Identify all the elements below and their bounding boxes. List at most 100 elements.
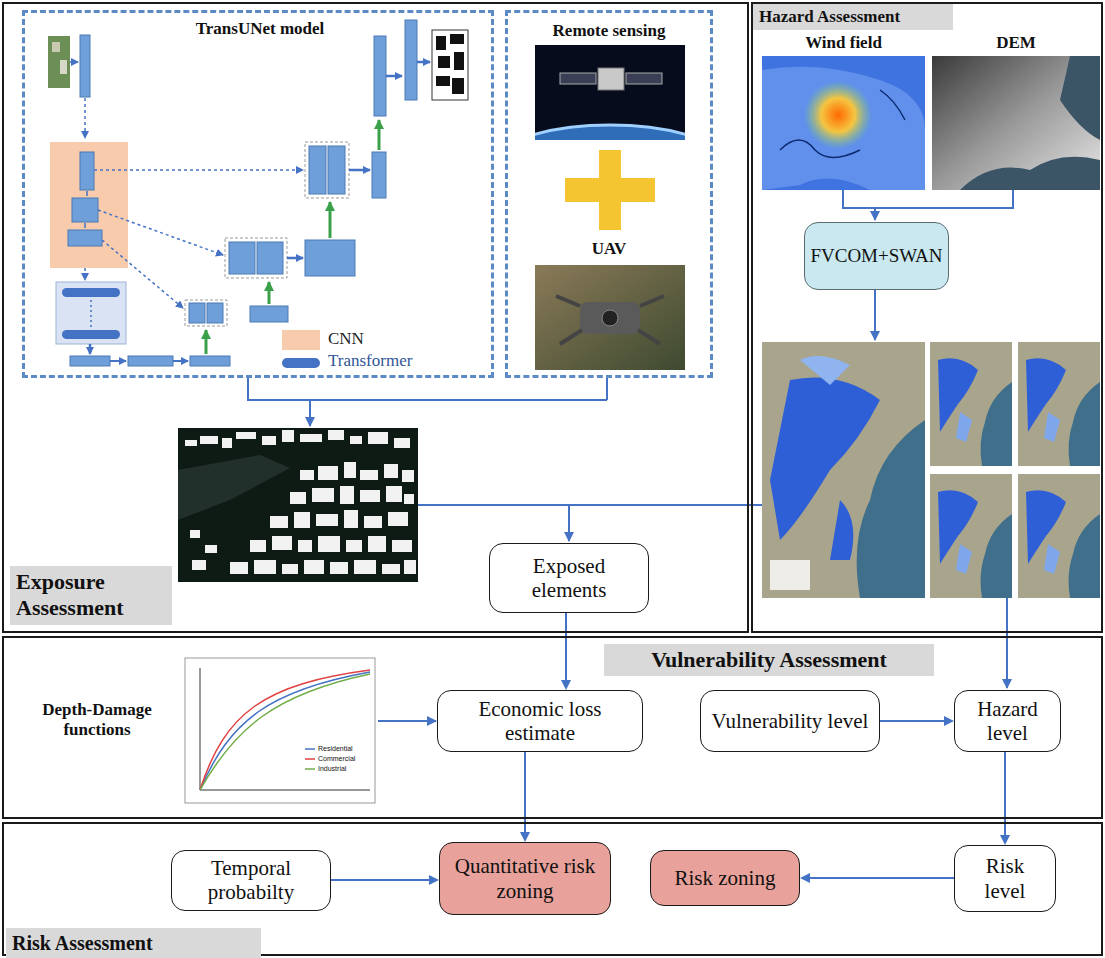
building-model — [304, 560, 324, 574]
uav-photo — [535, 265, 685, 370]
transunet-architecture — [56, 282, 126, 344]
connector-line — [331, 879, 429, 881]
flow-lines — [874, 208, 876, 220]
transunet-architecture — [309, 146, 326, 194]
transunet-architecture — [349, 169, 370, 172]
building-model — [282, 564, 298, 574]
inundation-maps — [1018, 342, 1100, 466]
transunet-architecture — [229, 242, 255, 274]
building-model — [298, 540, 312, 552]
process-box: Vulnerability level — [700, 690, 880, 752]
transunet-architecture — [454, 52, 464, 70]
inundation-maps — [762, 342, 925, 598]
uav-photo — [535, 265, 685, 370]
plus-sign — [599, 150, 621, 230]
building-model — [262, 436, 276, 445]
node-label: Exposed elements — [498, 554, 640, 602]
process-box: Hazard level — [954, 690, 1061, 752]
transunet-architecture — [62, 330, 120, 339]
building-model — [312, 488, 334, 502]
transunet-architecture — [62, 288, 120, 297]
transunet-architecture — [48, 20, 468, 366]
building-model — [185, 430, 416, 574]
transunet-architecture — [84, 223, 86, 228]
satellite-image — [535, 125, 685, 140]
building-model — [340, 486, 354, 504]
satellite-image — [470, 45, 750, 245]
process-box: Risk level — [954, 845, 1056, 912]
arrow-head — [520, 832, 530, 842]
node-label: Remote sensing — [508, 21, 710, 41]
transunet-architecture — [50, 142, 128, 268]
transunet-architecture — [452, 78, 464, 94]
node-label: Hazard Assessment — [753, 4, 953, 30]
transunet-architecture — [436, 76, 450, 86]
transunet-architecture — [205, 330, 208, 354]
building-model — [402, 470, 414, 482]
transunet-architecture — [60, 60, 67, 74]
transunet-architecture — [68, 230, 102, 246]
flow-lines — [418, 504, 762, 506]
chart-legend-label: Residential — [318, 745, 368, 752]
inundation-maps — [830, 500, 853, 560]
transunet-architecture — [207, 303, 223, 323]
transunet-architecture — [190, 356, 230, 366]
transunet-architecture — [450, 34, 464, 44]
satellite-image — [598, 68, 624, 90]
arrow-head — [944, 716, 954, 726]
building-model — [270, 516, 288, 528]
flow-lines — [843, 190, 1013, 208]
building-model — [230, 562, 248, 574]
building-model — [344, 510, 358, 528]
dem-image — [932, 56, 1100, 190]
inundation-maps — [770, 560, 810, 590]
transunet-architecture — [48, 36, 70, 88]
flow-arrow — [331, 875, 439, 885]
transunet-architecture — [72, 198, 98, 222]
flow-lines — [1006, 598, 1008, 688]
transunet-architecture — [185, 300, 227, 326]
node-label: UAV — [508, 239, 710, 259]
building-model — [350, 436, 362, 444]
building-model — [388, 512, 408, 526]
transunet-architecture — [438, 56, 450, 68]
dashed-group: Remote sensingUAV — [505, 10, 713, 378]
legend-swatch — [282, 330, 320, 350]
transunet-architecture — [89, 344, 92, 354]
inundation-maps — [930, 474, 1012, 598]
transunet-architecture — [268, 282, 271, 304]
node-label: Hazard level — [963, 697, 1052, 745]
arrow-head — [561, 680, 571, 690]
building-model — [290, 492, 306, 504]
arrow-head — [429, 875, 439, 885]
transunet-architecture — [225, 238, 287, 278]
building-model — [300, 434, 322, 442]
building-model — [200, 436, 218, 444]
transunet-architecture — [405, 20, 417, 100]
chart-legend-label: Commercial — [318, 755, 368, 762]
wind-field-image — [762, 56, 925, 190]
assessment-panel: Exposure AssessmentTransUNet modelRemote… — [2, 2, 749, 633]
transunet-architecture — [84, 98, 86, 138]
transunet-architecture — [386, 75, 402, 78]
node-label: TransUNet model — [145, 19, 375, 39]
building-model — [190, 530, 200, 538]
uav-photo — [580, 302, 640, 334]
building-model — [382, 564, 400, 574]
satellite-image — [535, 125, 685, 140]
building-model — [344, 462, 356, 478]
transunet-architecture — [80, 35, 90, 97]
caption-label: DEM — [932, 33, 1100, 53]
process-box: Exposed elements — [489, 543, 649, 613]
building-model — [404, 560, 416, 574]
building-model — [360, 470, 378, 480]
damage-chart — [185, 658, 375, 803]
dashed-group: TransUNet model — [22, 10, 494, 378]
building-model — [346, 540, 362, 552]
flow-arrow — [1000, 752, 1010, 845]
building-model — [354, 560, 376, 574]
building-model — [236, 432, 256, 439]
node-label: Quantitative risk zoning — [448, 854, 602, 902]
flow-arrow — [880, 716, 954, 726]
